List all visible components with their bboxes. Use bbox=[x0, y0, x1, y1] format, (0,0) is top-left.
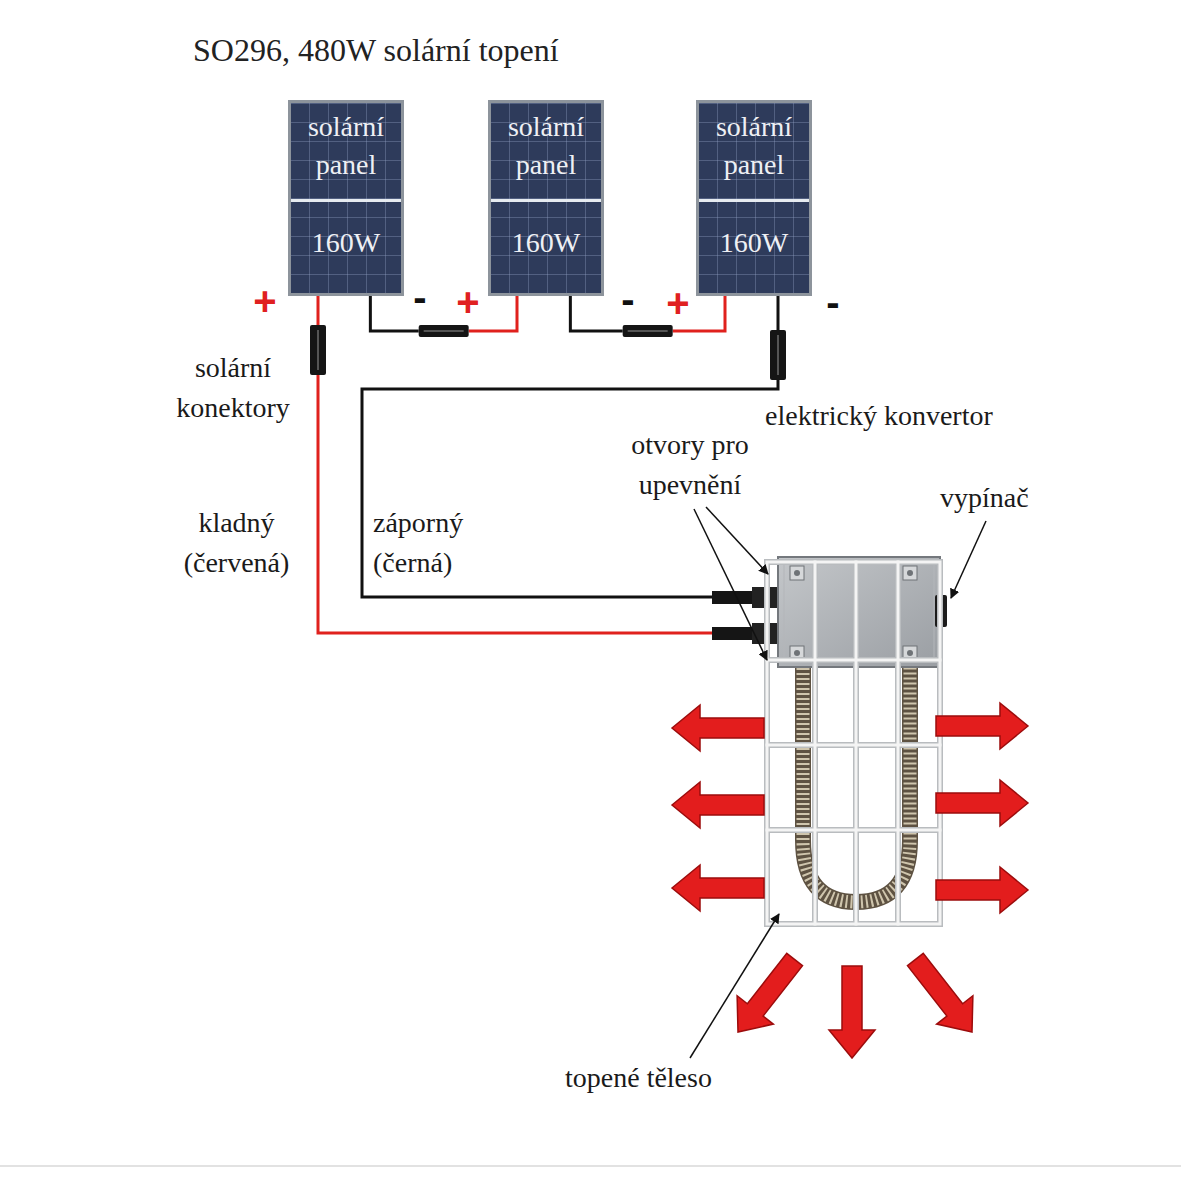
panel-power: 160W bbox=[491, 224, 601, 262]
solar-connector bbox=[310, 325, 326, 375]
solar-panel: solární panel 160W bbox=[488, 100, 604, 296]
polarity-sign: + bbox=[453, 282, 483, 322]
diagram-title: SO296, 480W solární topení bbox=[193, 30, 559, 70]
connector-highlight bbox=[628, 330, 668, 332]
heater-label: topené těleso bbox=[565, 1058, 775, 1098]
mounting-holes-label: otvory pro upevnění bbox=[610, 425, 770, 505]
polarity-sign: - bbox=[818, 282, 848, 322]
connector-label: solární konektory bbox=[160, 348, 306, 428]
panel-name: solární panel bbox=[699, 103, 809, 184]
heat-arrow bbox=[672, 703, 1028, 1058]
solar-panel: solární panel 160W bbox=[696, 100, 812, 296]
solar-connector bbox=[419, 325, 469, 337]
series-wire bbox=[370, 296, 517, 337]
panel-name: solární panel bbox=[491, 103, 601, 184]
panel-name: solární panel bbox=[291, 103, 401, 184]
connector-highlight bbox=[424, 330, 464, 332]
positive-wire-label: kladný (červená) bbox=[164, 503, 309, 583]
polarity-sign: - bbox=[405, 277, 435, 317]
switch-label: vypínač bbox=[940, 478, 1065, 518]
polarity-sign: + bbox=[663, 283, 693, 323]
series-wire bbox=[570, 296, 725, 337]
solar-panel: solární panel 160W bbox=[288, 100, 404, 296]
solar-connector bbox=[770, 330, 786, 380]
guard-grid bbox=[767, 562, 940, 924]
polarity-sign: + bbox=[250, 281, 280, 321]
negative-wire bbox=[362, 296, 778, 597]
polarity-sign: - bbox=[613, 279, 643, 319]
solar-connector bbox=[623, 325, 673, 337]
negative-lead bbox=[570, 296, 622, 331]
panel-power: 160W bbox=[699, 224, 809, 262]
page-rule bbox=[0, 1165, 1181, 1167]
leader-line bbox=[690, 507, 986, 1058]
negative-wire-label: záporný (černá) bbox=[373, 503, 503, 583]
converter-label: elektrický konvertor bbox=[765, 396, 1065, 436]
panel-power: 160W bbox=[291, 224, 401, 262]
negative-lead bbox=[370, 296, 418, 331]
positive-wire bbox=[318, 296, 712, 633]
